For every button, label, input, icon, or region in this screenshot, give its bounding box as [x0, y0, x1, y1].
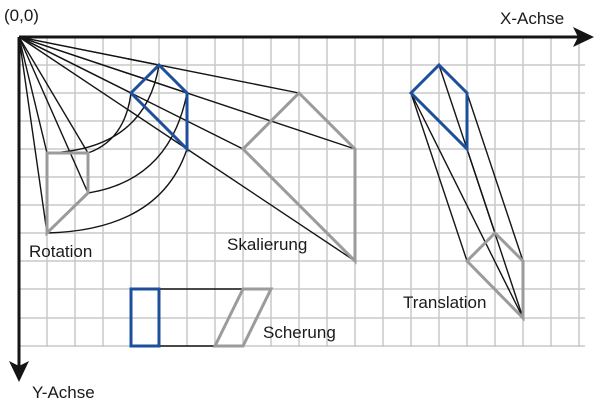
translated-shape: [464, 230, 525, 322]
scaling-label: Skalierung: [227, 235, 307, 254]
origin-label: (0,0): [4, 6, 39, 25]
grid: [19, 37, 585, 347]
scaled-shape: [240, 90, 357, 265]
rotated-shape: [45, 151, 90, 237]
y-axis-label: Y-Achse: [32, 383, 95, 402]
rotation-label: Rotation: [29, 242, 92, 261]
original-shape-rotation-scaling: [128, 62, 189, 153]
translation-label: Translation: [403, 293, 486, 312]
y-axis-arrow-icon: [9, 361, 29, 382]
sheared-shape: [212, 287, 274, 348]
shearing-label: Scherung: [263, 323, 336, 342]
original-shape-shearing: [129, 287, 161, 348]
transformed-shapes: [45, 90, 525, 348]
x-axis-arrow-icon: [573, 27, 594, 47]
x-axis-label: X-Achse: [500, 9, 564, 28]
original-shape-translation: [408, 62, 469, 153]
original-shapes: [128, 62, 469, 348]
